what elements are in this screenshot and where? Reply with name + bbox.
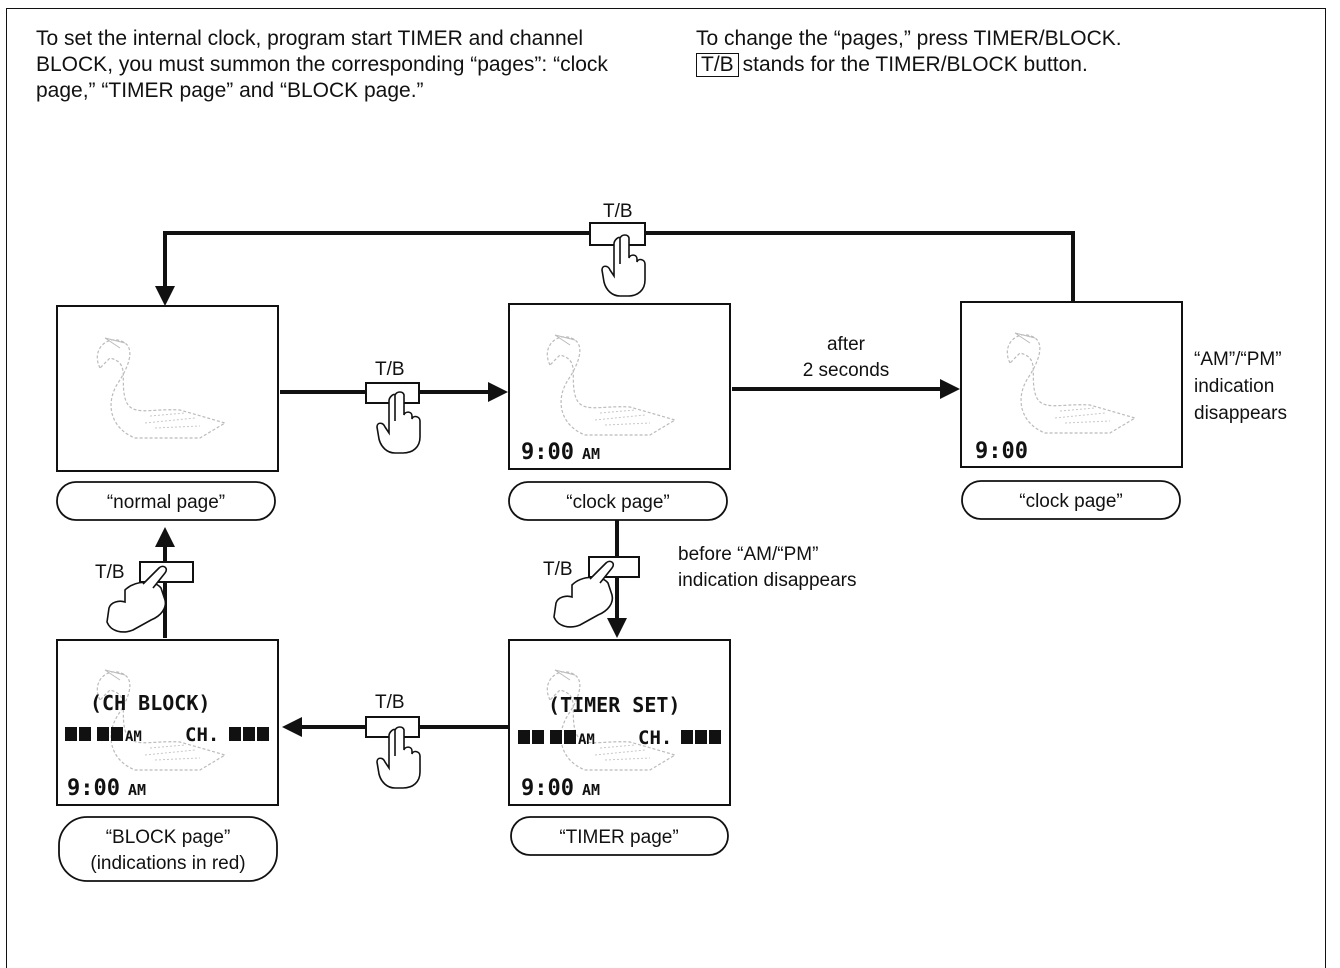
screen-clock-am: 9:00 AM “clock page” bbox=[508, 303, 731, 521]
screen-timer: (TIMER SET) AM CH. 9:00 AM “TIMER page” bbox=[508, 639, 731, 856]
screen-normal: “normal page” bbox=[56, 305, 279, 521]
block-placeholder-row: AM CH. bbox=[65, 724, 269, 746]
tb-label-top: T/B bbox=[603, 201, 633, 222]
screen-block: (CH BLOCK) AM CH. 9:00 AM “BLOCK page” (… bbox=[56, 639, 279, 882]
tb-label-block-normal: T/B bbox=[95, 562, 125, 583]
block-time-ampm: AM bbox=[128, 781, 146, 799]
clock-note-line2: indication bbox=[1194, 376, 1274, 397]
caption-normal: “normal page” bbox=[107, 492, 225, 513]
intro-right-line2-text: stands for the TIMER/BLOCK button. bbox=[742, 53, 1088, 76]
before-label-line2: indication disappears bbox=[678, 570, 857, 591]
tb-button-top: T/B bbox=[589, 201, 646, 297]
timer-ampm: AM bbox=[578, 732, 595, 748]
caption-timer: “TIMER page” bbox=[559, 827, 678, 848]
tb-inline-button: T/B bbox=[696, 53, 739, 77]
tb-label-normal-clock: T/B bbox=[375, 359, 405, 380]
block-ampm: AM bbox=[125, 729, 142, 745]
intro-right-line1: To change the “pages,” press TIMER/BLOCK… bbox=[696, 27, 1122, 50]
caption-block-line1: “BLOCK page” bbox=[106, 827, 231, 848]
caption-clock: “clock page” bbox=[1019, 491, 1123, 512]
block-ch: CH. bbox=[185, 724, 219, 746]
caption-clock-am: “clock page” bbox=[566, 492, 670, 513]
clock-time: 9:00 bbox=[975, 439, 1028, 464]
page-border bbox=[6, 8, 1326, 968]
intro-right-text: To change the “pages,” press TIMER/BLOCK… bbox=[696, 26, 1316, 78]
before-label-line1: before “AM/“PM” bbox=[678, 544, 818, 565]
caption-block-line2: (indications in red) bbox=[90, 853, 245, 874]
timer-title: (TIMER SET) bbox=[548, 693, 680, 717]
clock-note-line3: disappears bbox=[1194, 403, 1287, 424]
tb-button-normal-clock: T/B bbox=[365, 359, 421, 454]
clock-note-line1: “AM”/“PM” bbox=[1194, 349, 1282, 370]
clock-am-time: 9:00 bbox=[521, 440, 574, 465]
timer-time-ampm: AM bbox=[582, 781, 600, 799]
arrow-clock-to-timer: T/B before “AM/“PM” indication disappear… bbox=[543, 520, 857, 638]
after-label: after bbox=[827, 334, 866, 355]
arrow-block-to-normal: T/B bbox=[95, 527, 194, 638]
clock-am-ampm: AM bbox=[582, 445, 600, 463]
timer-time: 9:00 bbox=[521, 776, 574, 801]
screen-clock: 9:00 “clock page” “AM”/“PM” indication d… bbox=[960, 301, 1287, 520]
two-seconds-label: 2 seconds bbox=[803, 360, 890, 381]
timer-ch: CH. bbox=[638, 727, 672, 749]
tb-label-clock-timer: T/B bbox=[543, 559, 573, 580]
block-title: (CH BLOCK) bbox=[90, 691, 210, 715]
arrow-clock-to-clock: after 2 seconds bbox=[732, 334, 960, 399]
intro-left-text: To set the internal clock, program start… bbox=[36, 27, 608, 102]
timer-placeholder-row: AM CH. bbox=[518, 727, 721, 749]
tb-label-timer-block: T/B bbox=[375, 692, 405, 713]
arrow-timer-to-block: T/B bbox=[282, 692, 508, 789]
block-time: 9:00 bbox=[67, 776, 120, 801]
